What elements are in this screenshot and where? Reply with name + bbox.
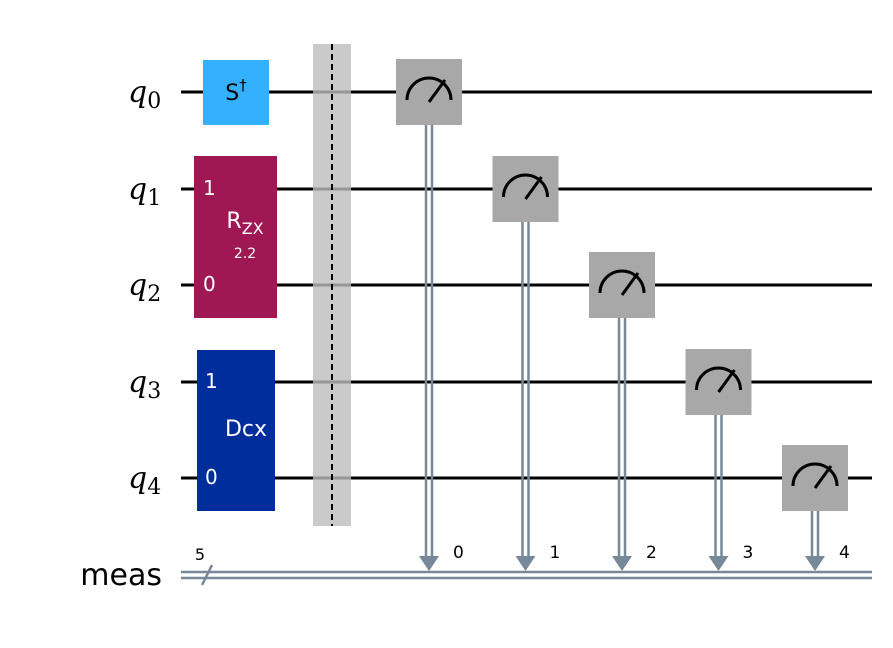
measure-bit-label: 4 xyxy=(839,543,850,563)
qubit-label-0: q0 xyxy=(128,75,161,114)
meter-needle xyxy=(427,79,447,103)
measure-gate-1: 1 xyxy=(492,156,561,571)
classical-label: meas xyxy=(80,558,162,593)
meter-needle xyxy=(813,465,833,489)
measure-box xyxy=(782,445,848,511)
meter-icon xyxy=(502,173,549,198)
rzx-top-port: 1 xyxy=(203,176,216,200)
rzx-bottom-port: 0 xyxy=(203,272,216,296)
meter-icon xyxy=(405,76,453,101)
sdg-gate-label: S† xyxy=(225,76,247,106)
measure-bit-label: 3 xyxy=(743,543,754,563)
measure-arrow xyxy=(419,556,439,571)
sdg-gate-box xyxy=(203,60,269,125)
measure-arrow xyxy=(612,556,632,571)
barrier xyxy=(313,44,351,526)
qubit-labels: q0 q1 q2 q3 q4 meas xyxy=(80,75,162,593)
bus-slash xyxy=(200,564,214,586)
measure-arrow xyxy=(708,556,729,571)
measure-gate-4: 4 xyxy=(782,445,850,571)
measure-box xyxy=(396,59,462,125)
qubit-label-3: q3 xyxy=(128,365,161,404)
dcx-gate-label: Dcx xyxy=(225,417,267,442)
meter-icon xyxy=(791,462,839,487)
measure-arrow xyxy=(515,556,536,571)
measure-arrow xyxy=(805,556,825,571)
measure-box xyxy=(589,252,655,318)
rzx-gate-box xyxy=(194,156,277,318)
meter-needle xyxy=(717,369,736,393)
qubit-label-4: q4 xyxy=(128,461,161,500)
rzx-gate-param: 2.2 xyxy=(234,246,256,262)
qubit-wires xyxy=(181,90,872,480)
meter-needle xyxy=(620,272,640,296)
meter-needle xyxy=(524,176,543,200)
meter-icon xyxy=(695,366,742,391)
dcx-bottom-port: 0 xyxy=(205,465,218,489)
meter-icon xyxy=(598,269,646,294)
sdg-gate: S† xyxy=(203,60,269,125)
measure-bit-label: 0 xyxy=(453,543,464,563)
dcx-gate: 1 0 Dcx xyxy=(197,350,275,511)
measure-box xyxy=(685,349,752,415)
rzx-gate: 1 0 RZX 2.2 xyxy=(194,156,277,318)
measure-bit-label: 2 xyxy=(646,543,657,563)
dcx-top-port: 1 xyxy=(205,369,218,393)
qubit-label-1: q1 xyxy=(128,172,161,211)
measure-gate-3: 3 xyxy=(685,349,754,571)
measure-box xyxy=(492,156,559,222)
measure-gate-2: 2 xyxy=(589,252,657,571)
rzx-gate-label: RZX xyxy=(226,209,263,238)
qubit-label-2: q2 xyxy=(128,268,161,307)
classical-width-label: 5 xyxy=(195,545,205,564)
measure-gate-0: 0 xyxy=(396,59,464,571)
dcx-gate-box xyxy=(197,350,275,511)
classical-wire: 5 xyxy=(181,545,872,586)
measurements: 0 1 2 3 4 xyxy=(396,59,850,571)
measure-bit-label: 1 xyxy=(550,543,561,563)
